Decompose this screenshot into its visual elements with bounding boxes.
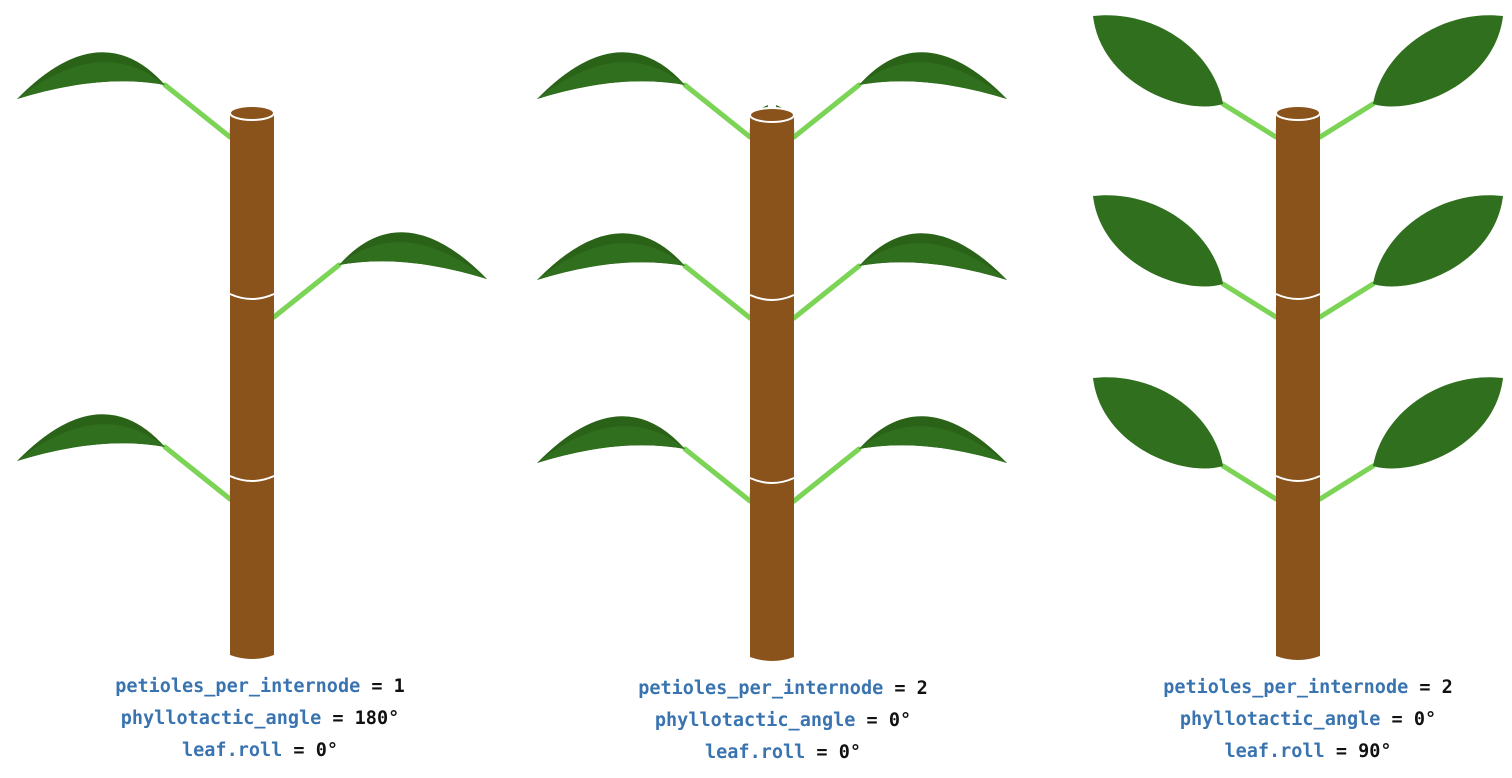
param-value: 0°: [888, 710, 912, 731]
plant-panel-3: [1093, 15, 1503, 660]
panel-3-params: petioles_per_internode = 2 phyllotactic_…: [1058, 672, 1512, 768]
leaf-blade-face: [537, 243, 685, 280]
param-name: phyllotactic_angle: [120, 708, 322, 729]
petiole: [791, 263, 862, 321]
petiole: [791, 82, 862, 140]
stem: [230, 113, 274, 659]
leaf-roll-line: leaf.roll = 0°: [533, 737, 1033, 769]
petiole: [682, 263, 753, 321]
param-name: leaf.roll: [182, 740, 283, 761]
equals-sign: =: [866, 710, 878, 731]
leaf-icon: [1373, 377, 1503, 469]
param-name: leaf.roll: [1224, 741, 1325, 762]
petiole: [162, 82, 233, 140]
petiole: [682, 446, 753, 504]
petiole: [1317, 281, 1376, 320]
petioles-per-internode-line: petioles_per_internode = 2: [1058, 672, 1512, 704]
petiole: [791, 446, 862, 504]
leaf-icon: [1093, 377, 1223, 469]
leaf-blade-face: [17, 62, 165, 99]
leaf-icon: [1093, 15, 1223, 107]
equals-sign: =: [293, 740, 305, 761]
petiole: [1220, 281, 1279, 320]
param-value: 0°: [315, 740, 338, 761]
petiole: [1317, 463, 1376, 502]
param-name: leaf.roll: [705, 742, 806, 763]
leaf-blade-face: [859, 243, 1007, 280]
param-name: petioles_per_internode: [115, 676, 361, 697]
panel-1-params: petioles_per_internode = 1 phyllotactic_…: [10, 671, 510, 767]
param-value: 180°: [354, 708, 400, 729]
panel-2-params: petioles_per_internode = 2 phyllotactic_…: [533, 673, 1033, 769]
param-name: petioles_per_internode: [638, 678, 884, 699]
leaf-icon: [1373, 15, 1503, 107]
stem-top-cap: [229, 105, 275, 121]
leaf-roll-line: leaf.roll = 90°: [1058, 736, 1512, 768]
petiole: [1220, 101, 1279, 140]
leaf-blade-face: [17, 424, 165, 461]
param-value: 2: [1441, 677, 1453, 698]
leaf-icon: [1373, 195, 1503, 287]
leaf-roll-line: leaf.roll = 0°: [10, 735, 510, 767]
petiole: [271, 262, 342, 320]
leaf-blade-face: [537, 62, 685, 99]
leaf-blade-face: [339, 242, 487, 279]
leaf-blade-face: [537, 426, 685, 463]
petiole: [162, 444, 233, 502]
plant-panel-2: [537, 52, 1007, 661]
stem-node-ring: [1275, 293, 1321, 300]
param-value: 2: [916, 678, 928, 699]
equals-sign: =: [1335, 741, 1347, 762]
phyllotactic-angle-line: phyllotactic_angle = 180°: [10, 703, 510, 735]
stem-node-ring: [229, 293, 275, 300]
equals-sign: =: [1391, 709, 1403, 730]
param-name: phyllotactic_angle: [654, 710, 856, 731]
equals-sign: =: [332, 708, 344, 729]
stem-node-ring: [749, 294, 795, 301]
equals-sign: =: [1419, 677, 1431, 698]
phyllotactic-angle-line: phyllotactic_angle = 0°: [533, 705, 1033, 737]
equals-sign: =: [816, 742, 828, 763]
stem-node-ring: [1275, 475, 1321, 482]
plant-panel-1: [17, 52, 487, 659]
equals-sign: =: [894, 678, 906, 699]
stem-node-ring: [229, 475, 275, 482]
param-value: 1: [393, 676, 405, 697]
petioles-per-internode-line: petioles_per_internode = 2: [533, 673, 1033, 705]
stem: [1276, 113, 1320, 660]
petioles-per-internode-line: petioles_per_internode = 1: [10, 671, 510, 703]
param-value: 0°: [1413, 709, 1437, 730]
petiole: [1220, 463, 1279, 502]
stem: [750, 115, 794, 661]
param-name: phyllotactic_angle: [1179, 709, 1381, 730]
phyllotactic-angle-line: phyllotactic_angle = 0°: [1058, 704, 1512, 736]
leaf-blade-face: [859, 62, 1007, 99]
param-value: 90°: [1358, 741, 1392, 762]
petiole: [682, 82, 753, 140]
param-name: petioles_per_internode: [1163, 677, 1409, 698]
stem-top-cap: [1275, 105, 1321, 121]
stem-node-ring: [749, 477, 795, 484]
leaf-blade-face: [859, 426, 1007, 463]
param-value: 0°: [838, 742, 861, 763]
equals-sign: =: [371, 676, 383, 697]
stem-top-cap: [749, 107, 795, 123]
petiole: [1317, 101, 1376, 140]
leaf-icon: [1093, 195, 1223, 287]
